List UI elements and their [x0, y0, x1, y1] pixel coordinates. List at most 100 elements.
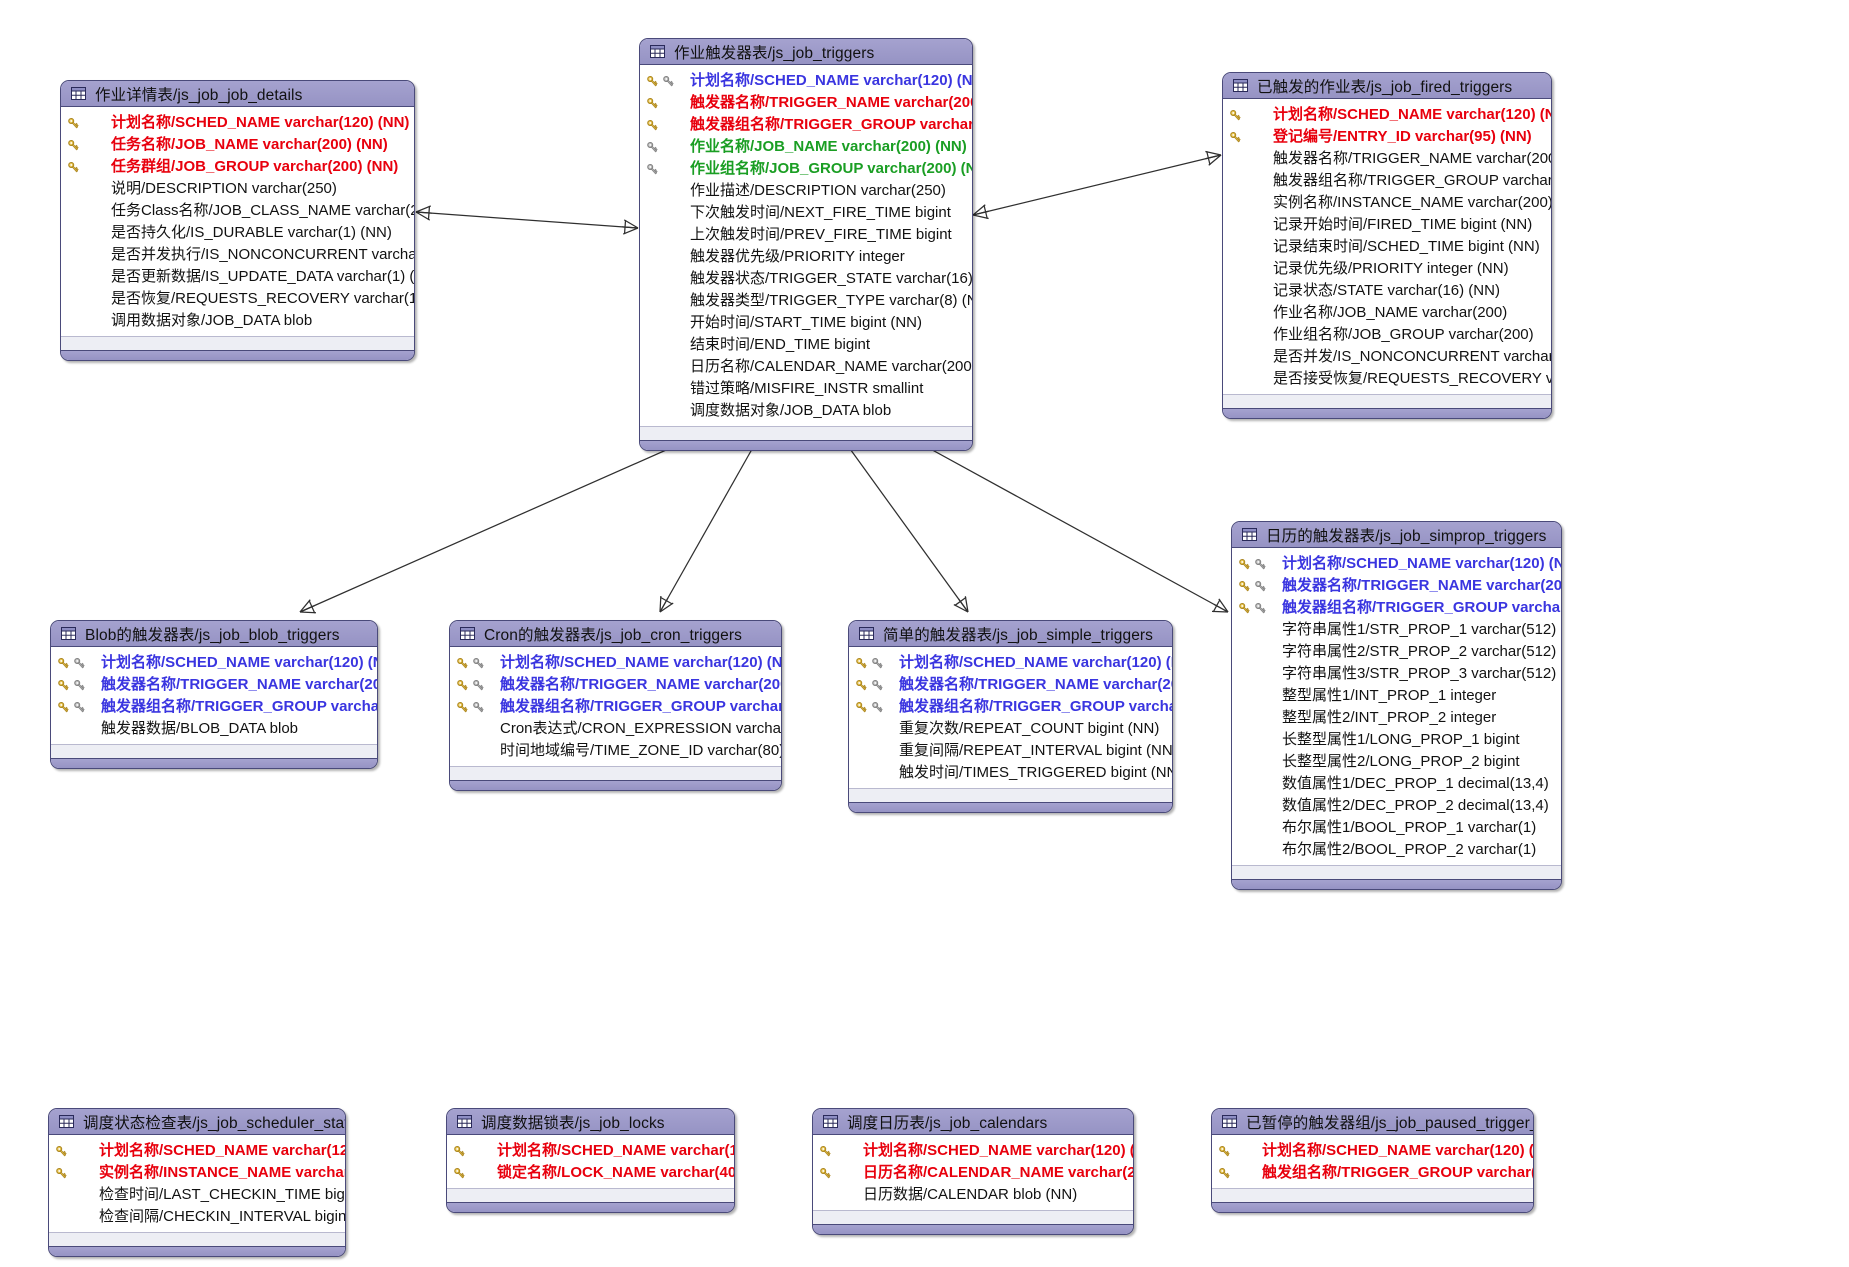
attribute-row[interactable]: 触发器名称/TRIGGER_NAME varchar(200) (NN)	[51, 674, 377, 696]
attribute-row[interactable]: 触发器名称/TRIGGER_NAME varchar(200) (NN)	[849, 674, 1172, 696]
attribute-row[interactable]: 整型属性2/INT_PROP_2 integer	[1232, 707, 1561, 729]
attribute-row[interactable]: 错过策略/MISFIRE_INSTR smallint	[640, 378, 972, 400]
attribute-row[interactable]: 触发器组名称/TRIGGER_GROUP varchar(200) (NN)	[640, 114, 972, 136]
attribute-row[interactable]: 数值属性1/DEC_PROP_1 decimal(13,4)	[1232, 773, 1561, 795]
attribute-row[interactable]: 是否接受恢复/REQUESTS_RECOVERY varchar(1)	[1223, 368, 1551, 390]
attribute-row[interactable]: 是否并发执行/IS_NONCONCURRENT varchar(1) (NN)	[61, 244, 414, 266]
attribute-row[interactable]: 整型属性1/INT_PROP_1 integer	[1232, 685, 1561, 707]
attribute-row[interactable]: 检查时间/LAST_CHECKIN_TIME bigint (NN)	[49, 1184, 345, 1206]
attribute-row[interactable]: 数值属性2/DEC_PROP_2 decimal(13,4)	[1232, 795, 1561, 817]
attribute-row[interactable]: 触发器组名称/TRIGGER_GROUP varchar(200) (NN)	[849, 696, 1172, 718]
attribute-row[interactable]: 触发器状态/TRIGGER_STATE varchar(16) (NN)	[640, 268, 972, 290]
attribute-row[interactable]: 开始时间/START_TIME bigint (NN)	[640, 312, 972, 334]
entity-job_details[interactable]: 作业详情表/js_job_job_details 计划名称/SCHED_NAME …	[60, 80, 415, 361]
attribute-row[interactable]: 计划名称/SCHED_NAME varchar(120) (NN)	[1232, 553, 1561, 575]
attribute-row[interactable]: 触发器数据/BLOB_DATA blob	[51, 718, 377, 740]
attribute-row[interactable]: 实例名称/INSTANCE_NAME varchar(200) (NN)	[49, 1162, 345, 1184]
attribute-row[interactable]: 字符串属性3/STR_PROP_3 varchar(512)	[1232, 663, 1561, 685]
entity-cron_triggers[interactable]: Cron的触发器表/js_job_cron_triggers 计划名称/SCHED…	[449, 620, 782, 791]
attribute-row[interactable]: 触发器组名称/TRIGGER_GROUP varchar(200) (NN)	[1223, 170, 1551, 192]
attribute-row[interactable]: 计划名称/SCHED_NAME varchar(120) (NN)	[640, 70, 972, 92]
attribute-row[interactable]: 计划名称/SCHED_NAME varchar(120) (NN)	[447, 1140, 734, 1162]
attribute-row[interactable]: 计划名称/SCHED_NAME varchar(120) (NN)	[61, 112, 414, 134]
attribute-row[interactable]: 作业组名称/JOB_GROUP varchar(200)	[1223, 324, 1551, 346]
entity-header-paused_trigger_grps[interactable]: 已暂停的触发器组/js_job_paused_trigger_grps	[1212, 1109, 1533, 1135]
attribute-row[interactable]: 记录优先级/PRIORITY integer (NN)	[1223, 258, 1551, 280]
attribute-row[interactable]: 触发时间/TIMES_TRIGGERED bigint (NN)	[849, 762, 1172, 784]
attribute-row[interactable]: 计划名称/SCHED_NAME varchar(120) (NN)	[450, 652, 781, 674]
attribute-row[interactable]: 是否并发/IS_NONCONCURRENT varchar(1)	[1223, 346, 1551, 368]
entity-locks[interactable]: 调度数据锁表/js_job_locks 计划名称/SCHED_NAME varch…	[446, 1108, 735, 1213]
attribute-row[interactable]: 日历数据/CALENDAR blob (NN)	[813, 1184, 1133, 1206]
attribute-row[interactable]: 触发组名称/TRIGGER_GROUP varchar(200) (NN)	[1212, 1162, 1533, 1184]
attribute-row[interactable]: 是否更新数据/IS_UPDATE_DATA varchar(1) (NN)	[61, 266, 414, 288]
entity-triggers[interactable]: 作业触发器表/js_job_triggers 计划名称/SCHED_NAME va…	[639, 38, 973, 451]
attribute-row[interactable]: 重复间隔/REPEAT_INTERVAL bigint (NN)	[849, 740, 1172, 762]
attribute-row[interactable]: 长整型属性1/LONG_PROP_1 bigint	[1232, 729, 1561, 751]
attribute-row[interactable]: 记录状态/STATE varchar(16) (NN)	[1223, 280, 1551, 302]
attribute-row[interactable]: 作业名称/JOB_NAME varchar(200) (NN)	[640, 136, 972, 158]
entity-header-fired_triggers[interactable]: 已触发的作业表/js_job_fired_triggers	[1223, 73, 1551, 99]
attribute-row[interactable]: 任务群组/JOB_GROUP varchar(200) (NN)	[61, 156, 414, 178]
entity-simple_triggers[interactable]: 简单的触发器表/js_job_simple_triggers 计划名称/SCHED…	[848, 620, 1173, 813]
entity-fired_triggers[interactable]: 已触发的作业表/js_job_fired_triggers 计划名称/SCHED_…	[1222, 72, 1552, 419]
attribute-row[interactable]: 布尔属性2/BOOL_PROP_2 varchar(1)	[1232, 839, 1561, 861]
entity-blob_triggers[interactable]: Blob的触发器表/js_job_blob_triggers 计划名称/SCHED…	[50, 620, 378, 769]
entity-header-triggers[interactable]: 作业触发器表/js_job_triggers	[640, 39, 972, 65]
attribute-row[interactable]: 计划名称/SCHED_NAME varchar(120) (NN)	[1212, 1140, 1533, 1162]
attribute-row[interactable]: 触发器组名称/TRIGGER_GROUP varchar(200) (NN)	[1232, 597, 1561, 619]
attribute-row[interactable]: 触发器组名称/TRIGGER_GROUP varchar(200) (NN)	[450, 696, 781, 718]
attribute-row[interactable]: 实例名称/INSTANCE_NAME varchar(200) (NN)	[1223, 192, 1551, 214]
attribute-row[interactable]: 下次触发时间/NEXT_FIRE_TIME bigint	[640, 202, 972, 224]
attribute-row[interactable]: 日历名称/CALENDAR_NAME varchar(200)	[640, 356, 972, 378]
attribute-row[interactable]: 是否恢复/REQUESTS_RECOVERY varchar(1) (NN)	[61, 288, 414, 310]
attribute-row[interactable]: 记录结束时间/SCHED_TIME bigint (NN)	[1223, 236, 1551, 258]
attribute-row[interactable]: 任务名称/JOB_NAME varchar(200) (NN)	[61, 134, 414, 156]
entity-header-simprop_triggers[interactable]: 日历的触发器表/js_job_simprop_triggers	[1232, 522, 1561, 548]
attribute-row[interactable]: 触发器组名称/TRIGGER_GROUP varchar(200) (NN)	[51, 696, 377, 718]
entity-header-calendars[interactable]: 调度日历表/js_job_calendars	[813, 1109, 1133, 1135]
attribute-row[interactable]: Cron表达式/CRON_EXPRESSION varchar(120) (NN…	[450, 718, 781, 740]
attribute-row[interactable]: 说明/DESCRIPTION varchar(250)	[61, 178, 414, 200]
attribute-row[interactable]: 调用数据对象/JOB_DATA blob	[61, 310, 414, 332]
attribute-row[interactable]: 结束时间/END_TIME bigint	[640, 334, 972, 356]
attribute-row[interactable]: 作业描述/DESCRIPTION varchar(250)	[640, 180, 972, 202]
attribute-row[interactable]: 时间地域编号/TIME_ZONE_ID varchar(80)	[450, 740, 781, 762]
attribute-row[interactable]: 记录开始时间/FIRED_TIME bigint (NN)	[1223, 214, 1551, 236]
entity-scheduler_state[interactable]: 调度状态检查表/js_job_scheduler_state 计划名称/SCHED…	[48, 1108, 346, 1257]
attribute-row[interactable]: 作业名称/JOB_NAME varchar(200)	[1223, 302, 1551, 324]
entity-header-simple_triggers[interactable]: 简单的触发器表/js_job_simple_triggers	[849, 621, 1172, 647]
attribute-row[interactable]: 计划名称/SCHED_NAME varchar(120) (NN)	[49, 1140, 345, 1162]
attribute-row[interactable]: 调度数据对象/JOB_DATA blob	[640, 400, 972, 422]
attribute-row[interactable]: 字符串属性1/STR_PROP_1 varchar(512)	[1232, 619, 1561, 641]
attribute-row[interactable]: 字符串属性2/STR_PROP_2 varchar(512)	[1232, 641, 1561, 663]
attribute-row[interactable]: 计划名称/SCHED_NAME varchar(120) (NN)	[849, 652, 1172, 674]
attribute-row[interactable]: 计划名称/SCHED_NAME varchar(120) (NN)	[813, 1140, 1133, 1162]
attribute-row[interactable]: 重复次数/REPEAT_COUNT bigint (NN)	[849, 718, 1172, 740]
entity-header-cron_triggers[interactable]: Cron的触发器表/js_job_cron_triggers	[450, 621, 781, 647]
attribute-row[interactable]: 检查间隔/CHECKIN_INTERVAL bigint (NN)	[49, 1206, 345, 1228]
attribute-row[interactable]: 上次触发时间/PREV_FIRE_TIME bigint	[640, 224, 972, 246]
attribute-row[interactable]: 作业组名称/JOB_GROUP varchar(200) (NN)	[640, 158, 972, 180]
attribute-row[interactable]: 触发器类型/TRIGGER_TYPE varchar(8) (NN)	[640, 290, 972, 312]
entity-calendars[interactable]: 调度日历表/js_job_calendars 计划名称/SCHED_NAME va…	[812, 1108, 1134, 1235]
attribute-row[interactable]: 计划名称/SCHED_NAME varchar(120) (NN)	[51, 652, 377, 674]
attribute-row[interactable]: 长整型属性2/LONG_PROP_2 bigint	[1232, 751, 1561, 773]
entity-header-scheduler_state[interactable]: 调度状态检查表/js_job_scheduler_state	[49, 1109, 345, 1135]
attribute-row[interactable]: 登记编号/ENTRY_ID varchar(95) (NN)	[1223, 126, 1551, 148]
attribute-row[interactable]: 布尔属性1/BOOL_PROP_1 varchar(1)	[1232, 817, 1561, 839]
entity-header-blob_triggers[interactable]: Blob的触发器表/js_job_blob_triggers	[51, 621, 377, 647]
attribute-row[interactable]: 日历名称/CALENDAR_NAME varchar(200) (NN)	[813, 1162, 1133, 1184]
attribute-row[interactable]: 是否持久化/IS_DURABLE varchar(1) (NN)	[61, 222, 414, 244]
entity-header-locks[interactable]: 调度数据锁表/js_job_locks	[447, 1109, 734, 1135]
attribute-row[interactable]: 计划名称/SCHED_NAME varchar(120) (NN)	[1223, 104, 1551, 126]
attribute-row[interactable]: 触发器优先级/PRIORITY integer	[640, 246, 972, 268]
entity-simprop_triggers[interactable]: 日历的触发器表/js_job_simprop_triggers 计划名称/SCHE…	[1231, 521, 1562, 890]
attribute-row[interactable]: 任务Class名称/JOB_CLASS_NAME varchar(250) (N…	[61, 200, 414, 222]
entity-header-job_details[interactable]: 作业详情表/js_job_job_details	[61, 81, 414, 107]
attribute-row[interactable]: 触发器名称/TRIGGER_NAME varchar(200) (NN)	[450, 674, 781, 696]
entity-paused_trigger_grps[interactable]: 已暂停的触发器组/js_job_paused_trigger_grps 计划名称/…	[1211, 1108, 1534, 1213]
attribute-row[interactable]: 锁定名称/LOCK_NAME varchar(40) (NN)	[447, 1162, 734, 1184]
attribute-row[interactable]: 触发器名称/TRIGGER_NAME varchar(200) (NN)	[1223, 148, 1551, 170]
attribute-row[interactable]: 触发器名称/TRIGGER_NAME varchar(200) (NN)	[640, 92, 972, 114]
